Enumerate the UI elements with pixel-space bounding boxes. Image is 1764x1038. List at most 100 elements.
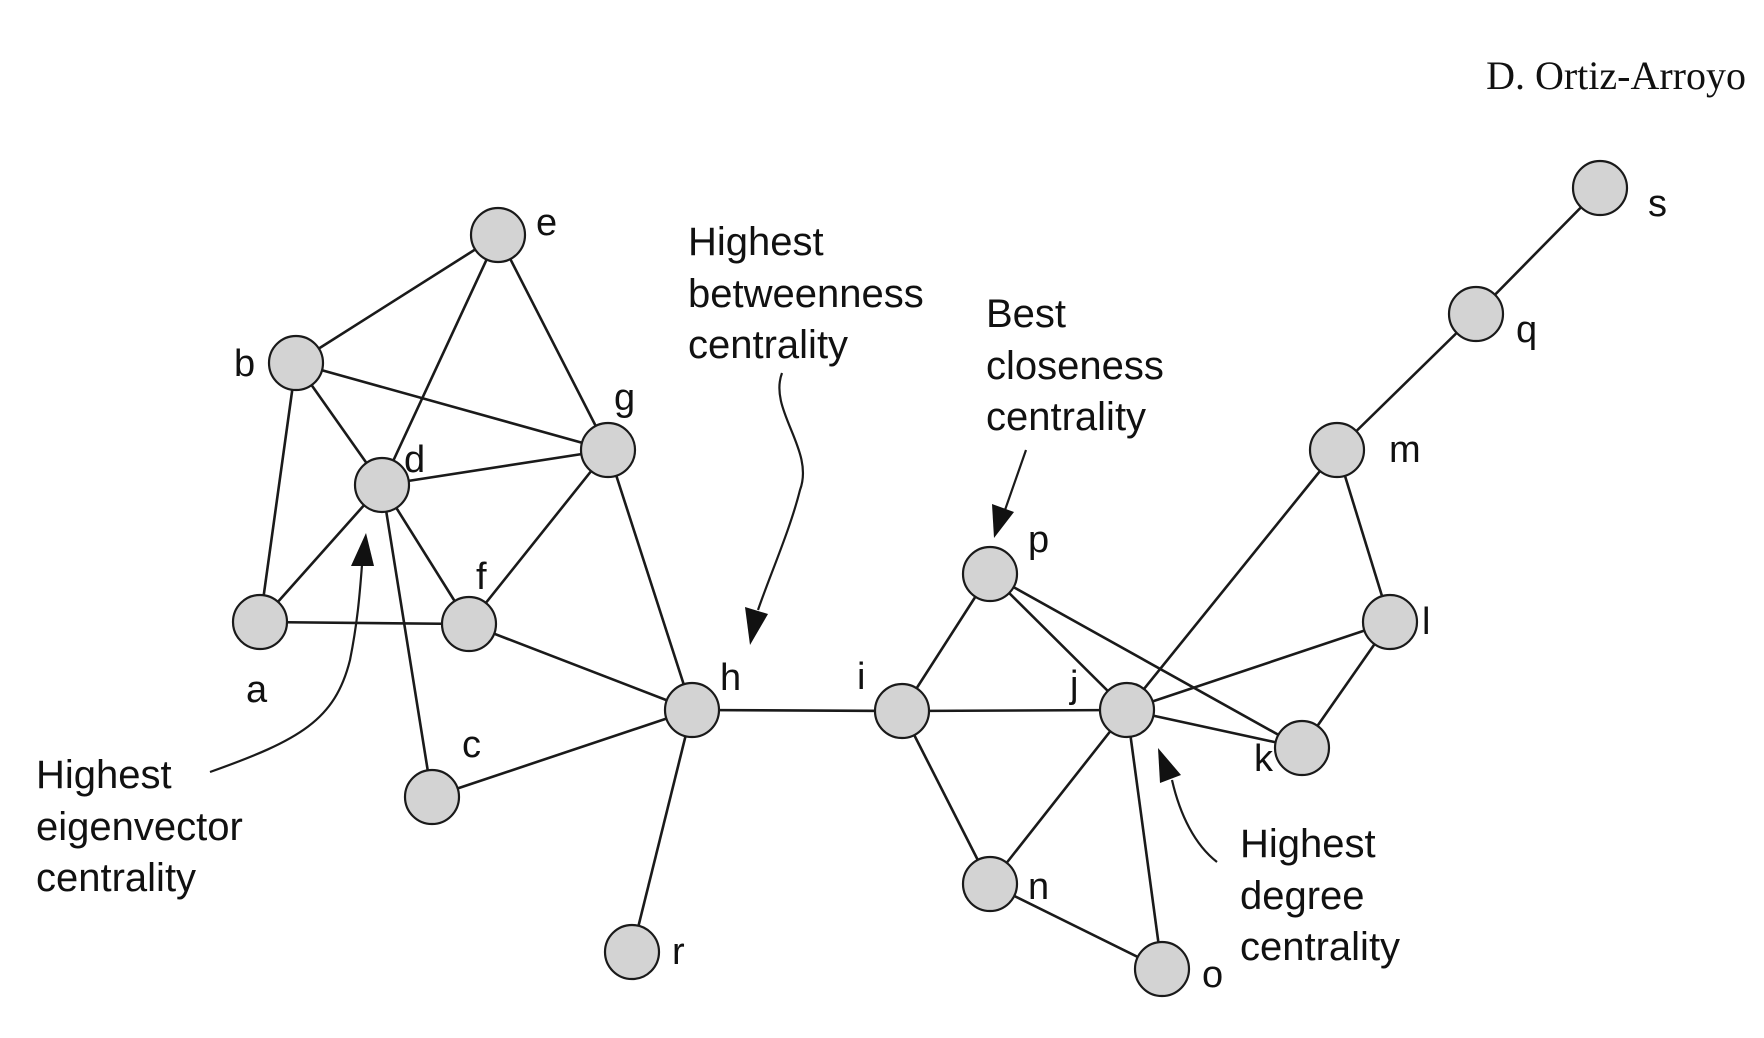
node-d: d [353,439,425,514]
node-s: s [1571,159,1667,225]
edge-i-j [901,708,1128,713]
node-l: l [1361,593,1430,651]
degree-arrow-line [1170,779,1218,863]
edge-e-b [295,233,499,365]
edge-i-n [900,710,992,885]
node-p: p [961,519,1049,603]
node-circle-k [1273,719,1331,777]
edge-p-j [989,573,1128,711]
annotation-degree-line-1: Highest [1240,822,1376,866]
node-b: b [234,334,325,392]
node-k: k [1254,719,1331,780]
node-circle-l [1361,593,1419,651]
node-label-k: k [1254,738,1274,780]
edges-layer [258,187,1601,971]
betweenness-arrowhead [745,607,768,645]
node-label-g: g [614,377,635,419]
edge-j-o [1125,709,1164,970]
annotation-betweenness: Highest betweenness centrality [688,220,924,645]
node-label-a: a [246,669,268,711]
node-a: a [231,593,289,711]
node-q: q [1447,285,1537,351]
annotation-closeness-line-2: closeness [986,344,1164,388]
node-label-n: n [1028,866,1049,908]
edge-m-l [1335,449,1392,623]
annotation-closeness-line-1: Best [986,292,1066,336]
closeness-arrow-line [1003,449,1028,511]
annotation-eigenvector-line-3: centrality [36,856,196,900]
node-label-j: j [1069,664,1078,706]
node-circle-b [267,334,325,392]
annotation-closeness: Best closeness centrality [986,292,1164,538]
node-label-o: o [1202,954,1223,996]
node-h: h [663,657,741,739]
node-circle-m [1308,421,1366,479]
nodes-layer: a b c d e f g h i j k l m n o p q r s [231,159,1667,998]
node-circle-o [1133,940,1191,998]
node-circle-n [961,855,1019,913]
node-circle-q [1447,285,1505,343]
node-j: j [1069,664,1156,739]
node-label-l: l [1422,601,1430,643]
annotation-eigenvector-line-2: eigenvector [36,805,243,849]
edge-n-o [989,882,1163,971]
edge-e-g [496,234,610,451]
node-label-s: s [1648,183,1667,225]
node-circle-a [231,593,289,651]
node-circle-s [1571,159,1629,217]
node-circle-f [440,595,498,653]
node-circle-d [353,456,411,514]
node-o: o [1133,940,1223,998]
edge-a-f [259,620,470,626]
node-label-e: e [536,202,557,244]
edge-d-g [381,448,609,487]
node-label-h: h [720,657,741,699]
edge-j-m [1125,449,1339,711]
node-r: r [603,923,685,981]
edge-c-h [431,708,693,799]
node-label-c: c [462,724,481,766]
annotation-betweenness-line-3: centrality [688,323,848,367]
node-c: c [403,724,481,826]
edge-d-c [380,484,434,798]
node-circle-e [469,206,527,264]
node-circle-c [403,768,461,826]
betweenness-arrow-line [756,372,805,611]
node-label-q: q [1516,309,1537,351]
node-label-i: i [857,656,865,698]
node-label-f: f [476,556,487,598]
edge-j-n [988,709,1129,885]
node-label-b: b [234,343,255,385]
edge-f-g [467,449,610,625]
annotation-closeness-line-3: centrality [986,395,1146,439]
edge-e-d [380,234,500,486]
node-circle-h [663,681,721,739]
edge-j-k [1126,708,1303,750]
node-f: f [440,556,498,653]
node-circle-p [961,545,1019,603]
annotation-eigenvector: Highest eigenvector centrality [36,533,374,900]
node-label-m: m [1389,429,1421,471]
annotation-degree-line-3: centrality [1240,925,1400,969]
node-e: e [469,202,557,264]
edge-h-i [691,708,903,713]
eigenvector-arrowhead [351,533,374,566]
node-circle-j [1098,681,1156,739]
edge-b-g [295,361,609,452]
annotation-eigenvector-line-1: Highest [36,753,172,797]
node-n: n [961,855,1049,913]
edge-f-h [468,622,693,712]
annotation-betweenness-line-1: Highest [688,220,824,264]
author-header: D. Ortiz-Arroyo [1486,53,1746,98]
node-circle-g [579,421,637,479]
degree-arrowhead [1158,748,1181,783]
eigenvector-arrow-line [209,564,364,774]
node-circle-r [603,923,661,981]
node-m: m [1308,421,1421,479]
edge-j-l [1126,620,1391,712]
edge-h-r [630,709,694,953]
annotation-betweenness-line-2: betweenness [688,272,924,316]
edge-g-h [606,449,694,711]
node-label-p: p [1028,519,1049,561]
